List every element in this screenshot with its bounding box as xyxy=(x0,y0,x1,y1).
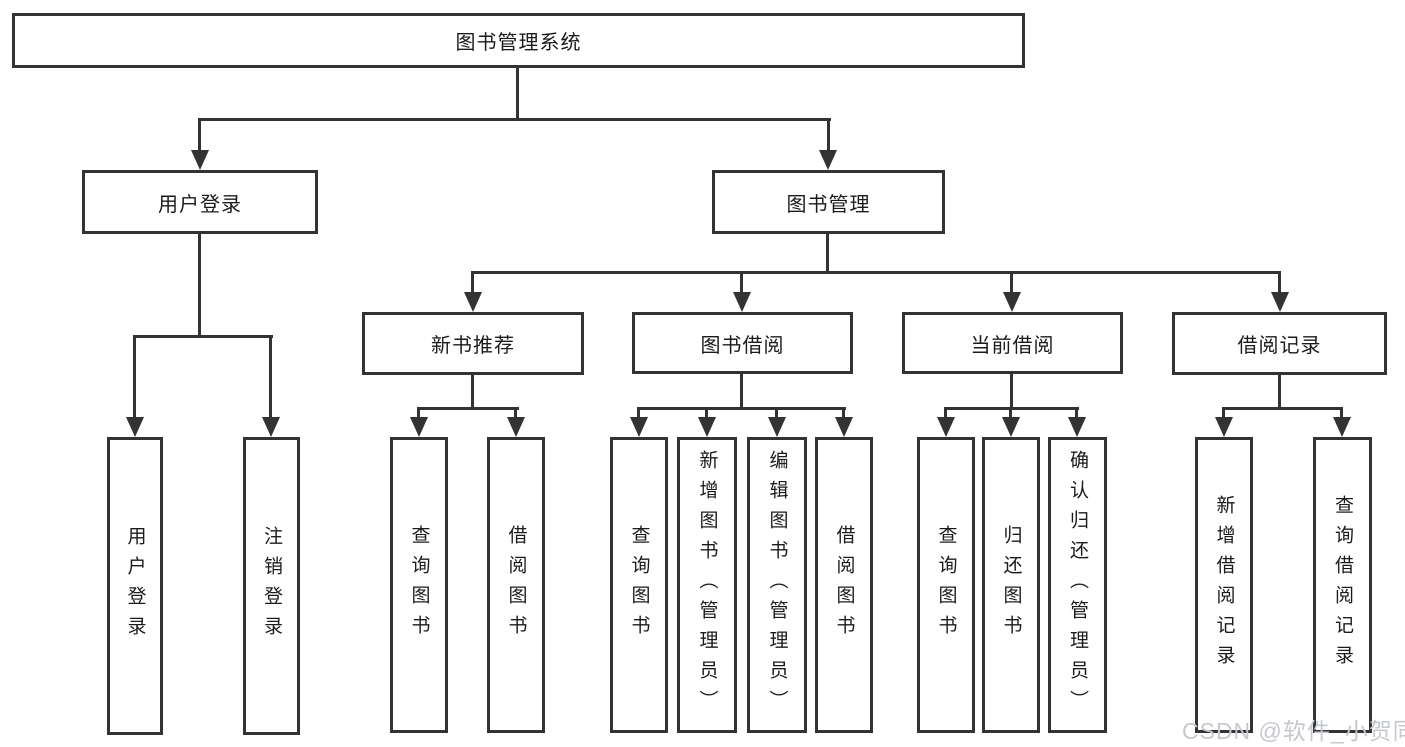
node-current-borrowing: 当前借阅 xyxy=(902,312,1123,374)
node-borrow-records: 借阅记录 xyxy=(1172,312,1387,375)
leaf-borrowing-add-books-admin-label: 新增图书（管理员） xyxy=(696,450,718,720)
leaf-logout-label: 注销登录 xyxy=(261,526,282,646)
connector-line xyxy=(417,407,420,421)
leaf-records-add-record-label: 新增借阅记录 xyxy=(1213,495,1235,675)
arrow-down-icon xyxy=(507,417,525,437)
node-root-label: 图书管理系统 xyxy=(455,32,582,54)
connector-line xyxy=(471,271,474,295)
leaf-current-query-books: 查询图书 xyxy=(917,437,975,733)
connector-line xyxy=(133,335,273,338)
node-borrow-records-label: 借阅记录 xyxy=(1237,335,1322,357)
connector-line xyxy=(1075,407,1078,421)
leaf-borrowing-add-books-admin: 新增图书（管理员） xyxy=(677,437,737,733)
arrow-down-icon xyxy=(1068,417,1086,437)
node-current-borrowing-label: 当前借阅 xyxy=(970,334,1055,357)
arrow-down-icon xyxy=(768,417,786,437)
arrow-down-icon xyxy=(835,417,853,437)
watermark: CSDN @软件_小贺同学 xyxy=(1182,718,1405,744)
node-new-book-recommend: 新书推荐 xyxy=(362,312,584,375)
leaf-recommend-query-books-label: 查询图书 xyxy=(408,525,430,645)
arrow-down-icon xyxy=(464,292,482,312)
node-user-login: 用户登录 xyxy=(82,170,318,234)
arrow-down-icon xyxy=(1002,417,1020,437)
connector-line xyxy=(198,234,201,335)
arrow-down-icon xyxy=(410,417,428,437)
connector-line xyxy=(1010,374,1013,410)
arrow-down-icon xyxy=(1271,292,1289,312)
leaf-recommend-query-books: 查询图书 xyxy=(390,437,448,733)
connector-line xyxy=(827,118,830,154)
arrow-down-icon xyxy=(191,150,209,170)
leaf-recommend-borrow-books: 借阅图书 xyxy=(487,437,545,733)
connector-line xyxy=(826,234,829,271)
connector-line xyxy=(471,375,474,410)
leaf-current-query-books-label: 查询图书 xyxy=(935,525,957,645)
node-user-login-label: 用户登录 xyxy=(158,193,242,216)
leaf-recommend-borrow-books-label: 借阅图书 xyxy=(505,525,527,645)
connector-line xyxy=(1222,407,1225,421)
node-book-borrowing-label: 图书借阅 xyxy=(700,334,785,357)
leaf-current-confirm-return-admin: 确认归还（管理员） xyxy=(1048,437,1107,733)
arrow-down-icon xyxy=(630,417,648,437)
connector-line xyxy=(637,407,640,421)
connector-line xyxy=(269,335,272,420)
arrow-down-icon xyxy=(733,292,751,312)
arrow-down-icon xyxy=(1215,417,1233,437)
leaf-borrowing-query-books: 查询图书 xyxy=(610,437,668,733)
leaf-borrowing-query-books-label: 查询图书 xyxy=(628,525,650,645)
leaf-records-query-record-label: 查询借阅记录 xyxy=(1332,495,1353,675)
node-root: 图书管理系统 xyxy=(12,13,1025,68)
arrow-down-icon xyxy=(698,417,716,437)
connector-line xyxy=(198,118,831,121)
leaf-borrowing-borrow-books: 借阅图书 xyxy=(815,437,873,733)
connector-line xyxy=(417,407,519,410)
connector-line xyxy=(1340,407,1343,421)
leaf-current-return-books: 归还图书 xyxy=(982,437,1040,733)
arrow-down-icon xyxy=(937,417,955,437)
node-book-borrowing: 图书借阅 xyxy=(632,312,853,374)
arrow-down-icon xyxy=(126,417,144,437)
leaf-current-confirm-return-admin-label: 确认归还（管理员） xyxy=(1067,450,1088,720)
leaf-user-login: 用户登录 xyxy=(107,437,163,735)
connector-line xyxy=(1278,375,1281,410)
connector-line xyxy=(516,68,519,118)
connector-line xyxy=(842,407,845,421)
leaf-borrowing-edit-books-admin-label: 编辑图书（管理员） xyxy=(766,450,788,720)
leaf-borrowing-borrow-books-label: 借阅图书 xyxy=(833,525,855,645)
leaf-records-query-record: 查询借阅记录 xyxy=(1313,437,1372,733)
leaf-user-login-label: 用户登录 xyxy=(124,526,146,646)
connector-line xyxy=(133,335,136,420)
connector-line xyxy=(637,407,846,410)
connector-line xyxy=(198,118,201,154)
connector-line xyxy=(740,271,743,295)
node-book-management-label: 图书管理 xyxy=(786,193,871,216)
connector-line xyxy=(775,407,778,421)
connector-line xyxy=(705,407,708,421)
leaf-logout: 注销登录 xyxy=(243,437,300,735)
connector-line xyxy=(1278,271,1281,295)
arrow-down-icon xyxy=(1333,417,1351,437)
arrow-down-icon xyxy=(1003,292,1021,312)
leaf-records-add-record: 新增借阅记录 xyxy=(1195,437,1253,733)
connector-line xyxy=(514,407,517,421)
connector-line xyxy=(1222,407,1343,410)
connector-line xyxy=(471,271,1281,274)
node-new-book-recommend-label: 新书推荐 xyxy=(431,335,515,357)
connector-line xyxy=(740,374,743,410)
node-book-management: 图书管理 xyxy=(712,170,945,234)
connector-line xyxy=(1010,271,1013,295)
arrow-down-icon xyxy=(819,150,837,170)
connector-line xyxy=(1009,407,1012,421)
arrow-down-icon xyxy=(262,417,280,437)
connector-line xyxy=(944,407,947,421)
leaf-borrowing-edit-books-admin: 编辑图书（管理员） xyxy=(747,437,807,733)
leaf-current-return-books-label: 归还图书 xyxy=(1000,525,1022,645)
